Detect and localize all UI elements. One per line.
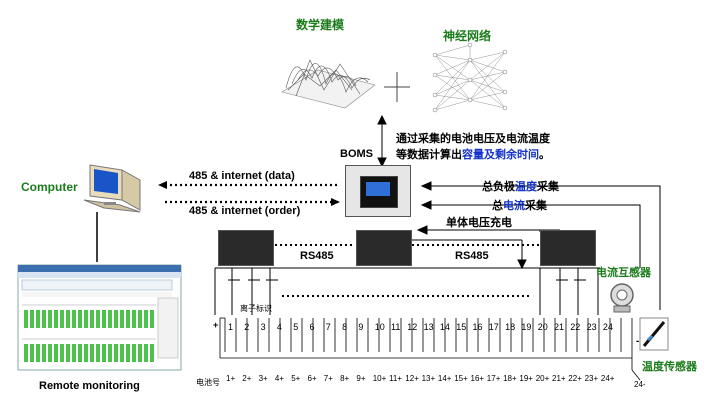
battery-number: 19 — [521, 322, 532, 332]
battery-end-label: 24- — [634, 380, 646, 389]
battery-number: 7 — [325, 322, 331, 332]
battery-number: 4 — [276, 322, 282, 332]
battery-terminal-label: 24+ — [600, 374, 615, 383]
battery-number: 14 — [439, 322, 450, 332]
battery-zone-label: 离子标识 — [240, 304, 272, 313]
battery-plus-sign: + — [213, 320, 219, 330]
computer-icon — [83, 164, 141, 213]
battery-terminal-label: 4+ — [274, 374, 285, 383]
total-cur-text-a: 总 — [492, 200, 503, 212]
network-order-arrow — [165, 198, 340, 206]
battery-row-label: 电池号 — [196, 378, 220, 387]
battery-number: 5 — [293, 322, 299, 332]
boms-arrow — [377, 114, 387, 168]
battery-terminal-label: 7+ — [323, 374, 333, 383]
battery-terminal-label: 19+ — [519, 374, 533, 383]
battery-terminal-label: 20+ — [535, 374, 550, 383]
battery-terminal-label: 9+ — [356, 374, 366, 383]
neural-network-title: 神经网络 — [443, 29, 492, 43]
temperature-sensor-icon — [639, 317, 669, 351]
collector-photo-middle — [356, 230, 412, 266]
battery-terminal-label: 10+ — [372, 374, 387, 383]
total-negative-temperature-label: 总负极温度采集 — [482, 178, 559, 194]
battery-number: 17 — [488, 322, 499, 332]
battery-terminal-label: 12+ — [405, 374, 419, 383]
battery-terminal-label: 1+ — [226, 374, 236, 383]
battery-number: 9 — [358, 322, 364, 332]
math-model-plot — [281, 59, 376, 109]
battery-terminal-label: 6+ — [307, 374, 317, 383]
current-transformer-icon — [610, 283, 634, 313]
battery-number: 1 — [228, 322, 234, 332]
battery-terminal-label: 16+ — [470, 374, 485, 383]
battery-end-lead — [631, 369, 641, 381]
math-model-title: 数学建模 — [296, 18, 345, 32]
battery-terminal-label: 15+ — [454, 374, 468, 383]
network-data-label: 485 & internet (data) — [189, 170, 295, 182]
battery-terminal-label: 23+ — [584, 374, 599, 383]
network-data-arrow — [158, 181, 338, 189]
collector-photo-right — [540, 230, 596, 266]
temperature-sensor-label: 温度传感器 — [642, 361, 697, 373]
battery-number: 10 — [374, 322, 385, 332]
description-text-c: 。 — [539, 149, 550, 161]
total-neg-text-c: 采集 — [537, 181, 559, 193]
total-current-label: 总电流采集 — [492, 197, 547, 213]
wiring-harness — [214, 267, 600, 315]
battery-number: 12 — [407, 322, 418, 332]
battery-number: 16 — [472, 322, 483, 332]
total-cur-highlight: 电流 — [503, 200, 525, 212]
battery-terminal-label: 14+ — [437, 374, 452, 383]
battery-string — [219, 317, 633, 370]
battery-terminal-label: 5+ — [291, 374, 301, 383]
battery-terminal-label: 18+ — [503, 374, 517, 383]
remote-monitoring-label: Remote monitoring — [39, 380, 140, 392]
battery-terminal-label: 2+ — [242, 374, 252, 383]
battery-number: 20 — [537, 322, 548, 332]
battery-number: 22 — [570, 322, 581, 332]
rs485-bus-arrow — [408, 239, 527, 270]
battery-terminal-label: 11+ — [389, 374, 402, 383]
total-neg-highlight: 温度 — [515, 181, 537, 193]
description-text-a: 等数据计算出 — [396, 149, 462, 161]
computer-label: Computer — [21, 180, 78, 194]
description-highlight: 容量及剩余时间 — [462, 149, 539, 161]
cell-voltage-label: 单体电压充电 — [446, 217, 512, 229]
battery-number: 2 — [244, 322, 250, 332]
rs485-left-label: RS485 — [300, 250, 334, 262]
boms-controller-photo — [345, 165, 411, 217]
battery-number: 6 — [309, 322, 315, 332]
battery-terminal-label: 3+ — [258, 374, 268, 383]
battery-number: 8 — [342, 322, 348, 332]
remote-monitoring-screenshot — [17, 264, 182, 371]
description-line1: 通过采集的电池电压及电流温度 — [396, 133, 550, 145]
collection-lines — [416, 181, 661, 310]
battery-terminal-label: 21+ — [552, 374, 566, 383]
rs485-right-label: RS485 — [455, 250, 489, 262]
battery-terminal-label: 17+ — [486, 374, 501, 383]
battery-number: 3 — [260, 322, 266, 332]
battery-terminal-label: 22+ — [568, 374, 582, 383]
description-line2: 等数据计算出容量及剩余时间。 — [396, 146, 550, 162]
battery-terminal-label: 8+ — [340, 374, 350, 383]
neural-network-graphic — [432, 42, 508, 113]
collector-photo-left — [218, 230, 274, 266]
network-order-label: 485 & internet (order) — [189, 205, 301, 217]
battery-number: 24 — [602, 322, 613, 332]
boms-label: BOMS — [340, 148, 373, 160]
battery-number: 15 — [456, 322, 467, 332]
total-cur-text-c: 采集 — [525, 200, 547, 212]
plus-icon — [384, 72, 410, 102]
total-neg-text-a: 总负极 — [482, 181, 515, 193]
current-transformer-label: 电流互感器 — [596, 267, 651, 279]
battery-number: 23 — [586, 322, 597, 332]
battery-number: 18 — [505, 322, 516, 332]
battery-minus-sign: - — [636, 336, 640, 347]
battery-number: 13 — [423, 322, 434, 332]
battery-number: 21 — [554, 322, 565, 332]
battery-number: 11 — [391, 322, 401, 332]
battery-terminal-label: 13+ — [421, 374, 436, 383]
